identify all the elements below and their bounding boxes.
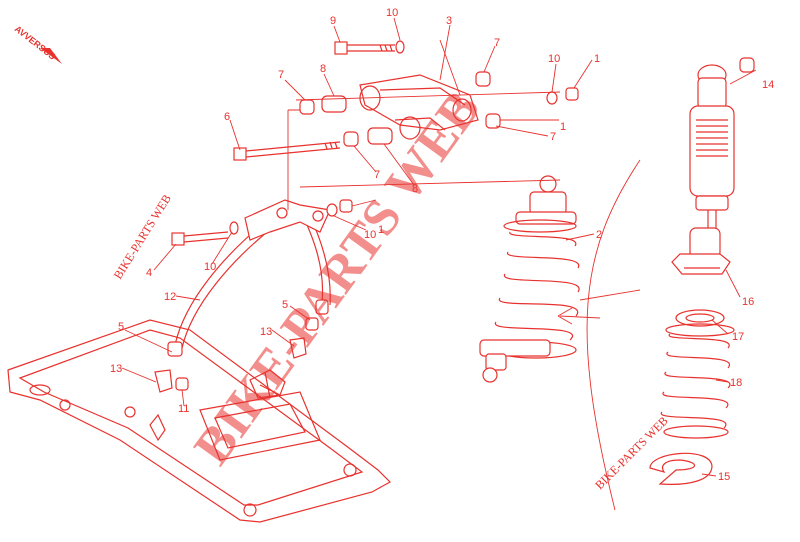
callout-13: 13 (110, 363, 122, 375)
callout-18: 18 (730, 377, 742, 389)
direction-label: AVVERSUS (13, 24, 58, 62)
bushings (154, 71, 579, 393)
grouping-lines (287, 39, 641, 511)
callout-10: 10 (548, 53, 560, 65)
callout-labels: 1 1 1 2 3 4 5 5 6 7 7 7 7 8 8 9 10 10 10… (110, 7, 774, 483)
callout-7: 7 (550, 131, 556, 143)
callout-8: 8 (412, 183, 418, 195)
callout-12: 12 (164, 291, 176, 303)
watermark-small-left: BIKE-PARTS WEB (111, 192, 174, 282)
callout-1: 1 (594, 53, 600, 65)
shock-absorber-assembled (479, 175, 580, 383)
callout-10: 10 (364, 229, 376, 241)
link-rod (167, 199, 331, 357)
callout-6: 6 (224, 111, 230, 123)
callout-13: 13 (260, 326, 272, 338)
swingarm (7, 319, 391, 523)
callout-5: 5 (282, 299, 288, 311)
watermark-large: BIKE-PARTS WEB (184, 81, 492, 475)
bolt-9 (334, 40, 405, 55)
callout-7: 7 (374, 169, 380, 181)
callout-7: 7 (278, 69, 284, 81)
callout-3: 3 (446, 15, 452, 27)
callout-9: 9 (330, 15, 336, 27)
direction-arrow: AVVERSUS (13, 24, 62, 64)
arrow-head-icon (40, 48, 62, 64)
callout-15: 15 (718, 471, 730, 483)
rocker (359, 74, 479, 140)
callout-1: 1 (378, 224, 384, 236)
callout-2: 2 (596, 229, 602, 241)
callout-8: 8 (320, 63, 326, 75)
leader-lines (121, 17, 757, 477)
callout-4: 4 (146, 267, 152, 279)
bolt-4 (171, 221, 239, 246)
callout-10: 10 (204, 261, 216, 273)
bolt-6 (233, 141, 341, 161)
callout-7: 7 (494, 37, 500, 49)
callout-10: 10 (386, 7, 398, 19)
callout-11: 11 (178, 403, 189, 415)
shock-absorber-exploded (649, 57, 755, 485)
callout-5: 5 (118, 321, 124, 333)
callout-14: 14 (762, 79, 774, 91)
callout-1: 1 (560, 121, 566, 133)
callout-16: 16 (742, 296, 754, 308)
watermark-small-right: BIKE-PARTS WEB (592, 414, 670, 492)
callout-17: 17 (732, 331, 744, 343)
